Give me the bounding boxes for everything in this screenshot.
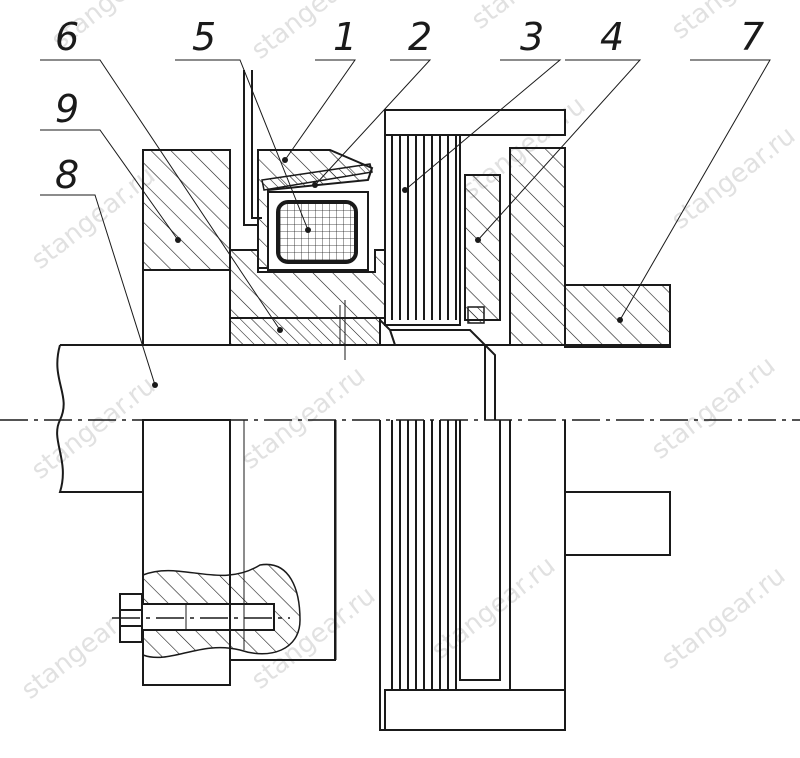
watermark: stangear.ru (666, 121, 800, 236)
callout-labels: 1 2 3 4 5 6 7 8 9 (55, 15, 764, 197)
callout-3: 3 (520, 15, 544, 59)
leader-lines (40, 59, 771, 386)
lead-wire (243, 70, 262, 226)
callout-6: 6 (55, 15, 79, 59)
watermark: stangear.ru (236, 361, 371, 476)
watermark: stangear.ru (426, 551, 561, 666)
bolt (112, 593, 290, 643)
outer-drum (509, 147, 566, 691)
callout-9: 9 (55, 87, 79, 131)
armature-plate (459, 174, 501, 681)
disc-lines (391, 135, 457, 690)
friction-disc-pack (379, 109, 566, 731)
callout-7: 7 (740, 15, 764, 59)
callout-1: 1 (333, 15, 357, 59)
callout-8: 8 (55, 153, 79, 197)
watermark: stangear.ru (646, 351, 781, 466)
callout-4: 4 (600, 15, 624, 59)
watermark: stangear.ru (26, 371, 161, 486)
hub-connector (339, 300, 496, 420)
leader-dots (152, 157, 623, 388)
watermark: stangear.ru (666, 0, 800, 46)
inner-sleeve (229, 249, 391, 661)
callout-5: 5 (192, 15, 216, 59)
watermark: stangear.ru (246, 0, 381, 66)
watermark: stangear.ru (656, 561, 791, 676)
callout-2: 2 (408, 15, 432, 59)
watermark: stangear.ru (26, 161, 161, 276)
coil-winding (267, 191, 369, 271)
